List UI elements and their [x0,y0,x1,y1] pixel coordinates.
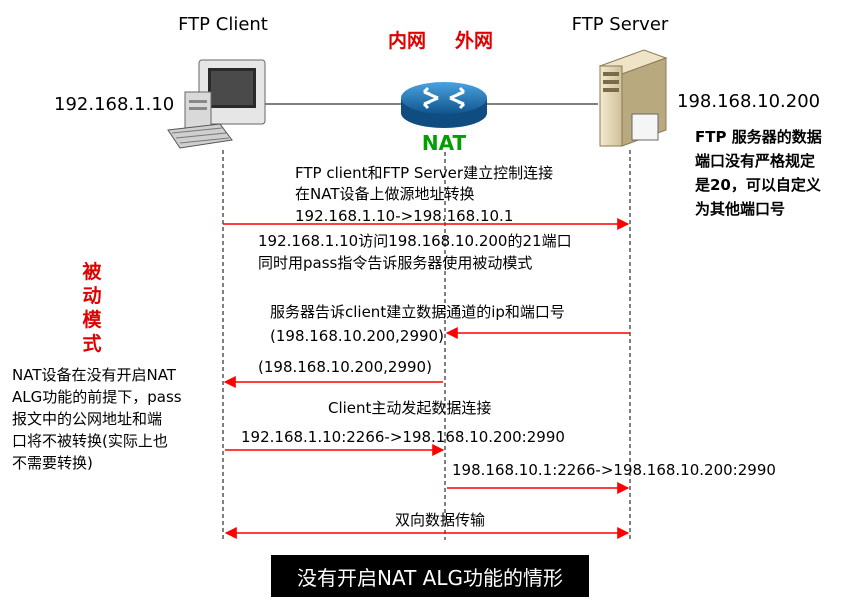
svg-text:在NAT设备上做源地址转换: 在NAT设备上做源地址转换 [295,185,474,203]
server-ip: 198.168.10.200 [677,91,820,112]
svg-text:FTP 服务器的数据: FTP 服务器的数据 [695,128,822,146]
svg-text:同时用pass指令告诉服务器使用被动模式: 同时用pass指令告诉服务器使用被动模式 [258,254,532,272]
nat-alg-note: NAT设备在没有开启NAT ALG功能的前提下，pass 报文中的公网地址和端 … [12,366,182,472]
svg-text:NAT设备在没有开启NAT: NAT设备在没有开启NAT [12,366,177,384]
svg-text:(198.168.10.200,2990): (198.168.10.200,2990) [270,327,444,345]
bidirectional-label: 双向数据传输 [395,511,485,529]
control-connection-step: FTP client和FTP Server建立控制连接 在NAT设备上做源地址转… [295,164,553,225]
svg-text:192.168.1.10->198.168.10.1: 192.168.1.10->198.168.10.1 [295,207,513,225]
svg-text:ALG功能的前提下，pass: ALG功能的前提下，pass [12,388,182,406]
svg-text:不需要转换): 不需要转换) [12,454,93,472]
client-init-step: Client主动发起数据连接 [328,399,491,417]
svg-text:报文中的公网地址和端: 报文中的公网地址和端 [12,410,162,428]
diagram-caption: 没有开启NAT ALG功能的情形 [271,555,589,597]
server-tower-icon [598,49,668,147]
client-title: FTP Client [178,14,268,35]
svg-text:192.168.1.10访问198.168.10.200的2: 192.168.1.10访问198.168.10.200的21端口 [258,232,572,250]
client-ip: 192.168.1.10 [54,94,174,115]
passive-mode-label: 被 动 模 式 [82,260,102,355]
inner-network-label: 内网 [388,29,426,52]
outer-network-label: 外网 [455,29,493,52]
svg-text:被: 被 [82,260,101,283]
desktop-computer-icon [167,59,266,149]
svg-text:FTP client和FTP Server建立控制连接: FTP client和FTP Server建立控制连接 [295,164,553,182]
svg-text:服务器告诉client建立数据通道的ip和端口号: 服务器告诉client建立数据通道的ip和端口号 [270,303,565,321]
server-tells-step: 服务器告诉client建立数据通道的ip和端口号 (198.168.10.200… [270,303,565,345]
nat-label: NAT [422,131,467,155]
svg-text:动: 动 [82,285,101,307]
svg-text:模: 模 [82,308,102,331]
server-port-note: FTP 服务器的数据 端口没有严格规定 是20，可以自定义 为其他端口号 [694,128,822,218]
router-icon [401,82,487,128]
data-outer-address: 198.168.10.1:2266->198.168.10.200:2990 [452,461,776,479]
svg-text:是20，可以自定义: 是20，可以自定义 [694,176,821,194]
svg-text:为其他端口号: 为其他端口号 [695,200,785,218]
access-step: 192.168.1.10访问198.168.10.200的21端口 同时用pas… [258,232,572,272]
svg-text:端口没有严格规定: 端口没有严格规定 [695,152,815,170]
forwarded-address: (198.168.10.200,2990) [258,358,432,376]
data-inner-address: 192.168.1.10:2266->198.168.10.200:2990 [241,428,565,446]
server-title: FTP Server [572,14,669,35]
svg-text:口将不被转换(实际上也: 口将不被转换(实际上也 [12,432,168,450]
svg-text:式: 式 [82,332,101,355]
